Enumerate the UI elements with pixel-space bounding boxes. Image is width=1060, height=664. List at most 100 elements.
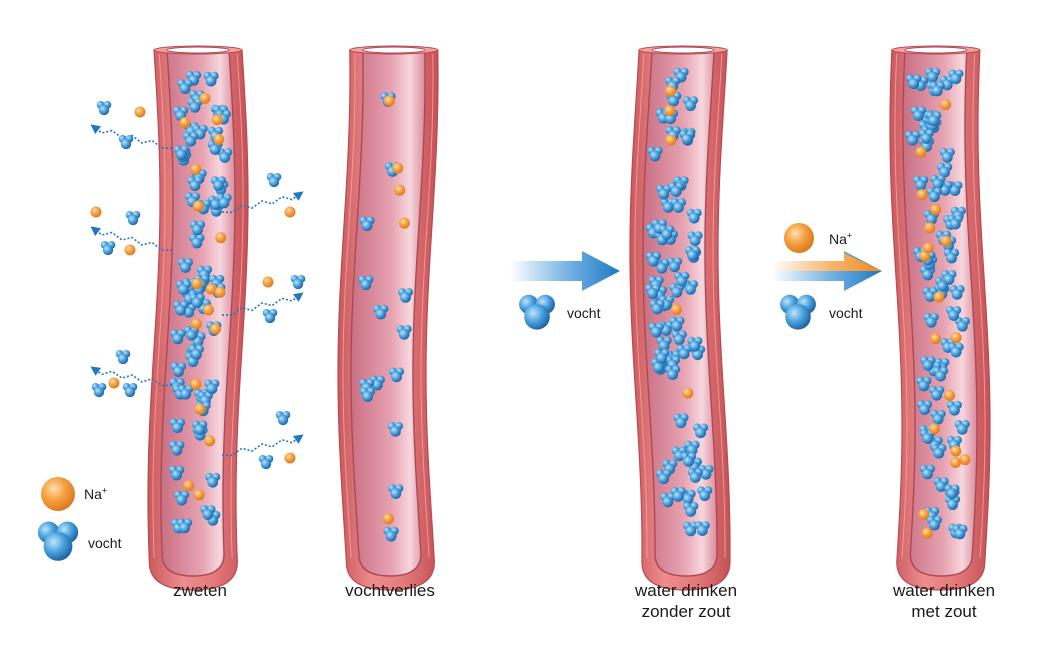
sweat-water-molecule [122,382,138,398]
sweat-leak-arrows [90,100,306,470]
arrow-salt-fluid-icon [780,294,816,330]
sodium-ion [214,286,226,298]
water-molecule [933,366,949,382]
water-molecule [654,348,670,364]
water-molecule [946,306,962,321]
sodium-ion [205,283,217,295]
water-molecule [397,288,414,303]
water-molecule [387,422,403,437]
sodium-ion [199,92,211,104]
legend-sodium-icon [41,477,75,511]
sodium-ion [940,235,952,247]
water-molecule [170,362,187,377]
caption-water-zonder-zout: water drinken zonder zout [634,581,738,621]
sodium-ion [664,105,676,117]
arrow-salt-sodium-icon [784,223,814,253]
water-molecule [170,329,186,345]
water-molecule [929,81,945,97]
sodium-ion [190,163,202,175]
water-molecule [941,270,957,285]
sodium-ion [215,232,227,244]
water-molecule [933,477,949,492]
sodium-ion [211,114,223,126]
sweat-sodium-ion [284,452,296,464]
water-molecule [910,106,926,121]
water-molecule [192,124,208,140]
sodium-ion [921,527,933,539]
sodium-ion [929,333,941,345]
water-molecule [697,486,713,502]
water-molecule [359,216,375,232]
sodium-ion [204,435,216,447]
vessel-wall-texture [894,53,908,559]
sweat-water-molecule [275,410,291,426]
water-molecule [926,187,942,203]
sodium-ion [392,162,404,174]
water-molecule [687,336,703,352]
water-molecule [684,440,700,456]
water-molecule [939,147,955,163]
water-molecule [694,521,710,536]
sodium-ion [924,222,936,234]
sweat-water-molecule [115,349,131,365]
sodium-ion [192,200,204,212]
water-molecule [175,280,192,295]
water-molecule [200,505,216,520]
water-molecule [656,469,672,485]
sodium-ion [928,423,940,435]
water-molecule [668,182,684,197]
sweat-water-molecule [118,134,134,150]
water-molecule [674,271,690,287]
water-molecule [359,387,376,402]
water-molecule [189,233,205,249]
water-molecule [943,248,960,264]
water-molecule [919,464,935,480]
water-molecule [923,312,939,328]
water-molecule [930,174,946,190]
sweat-water-molecule [96,100,112,116]
water-molecule [649,299,665,315]
water-molecule [925,67,941,83]
sweat-arrow [90,366,173,387]
water-molecule [687,468,703,483]
water-molecule [659,225,675,240]
water-molecule [948,69,964,85]
vessel-wall-texture [712,53,726,559]
sweat-water-molecule [100,240,116,256]
water-molecule [656,184,672,200]
water-molecule [670,486,686,502]
water-molecule [954,420,970,435]
vessel-vochtverlies [337,45,439,591]
water-molecule [174,490,190,506]
sodium-ion [190,318,202,330]
water-molecule [192,420,208,436]
sweat-sodium-ion [262,276,274,288]
vessel-opening-inner [166,46,230,54]
vessel-lumen [350,49,426,577]
water-molecule [169,440,185,456]
sodium-ion [382,513,394,525]
water-molecule [169,418,186,434]
sweat-water-molecule [290,274,306,290]
sodium-ion [670,303,682,315]
water-molecule [383,526,399,542]
sweat-sodium-ion [124,244,136,256]
arrow-water-fluid-label: vocht [567,305,601,321]
water-molecule [918,129,934,144]
water-molecule [173,145,189,161]
water-molecule [358,275,374,291]
sodium-ion [193,489,205,501]
sweat-water-molecule [262,308,278,324]
water-molecule [173,300,189,316]
water-molecule [905,130,921,146]
vessel-wall-texture [972,53,986,559]
water-molecule [669,316,685,332]
sodium-ion [179,116,191,128]
vessel-opening-inner [362,46,426,54]
water-molecule [670,198,686,213]
water-molecule [949,285,965,300]
sodium-ion [183,479,195,491]
sweat-sodium-ion [134,106,146,118]
water-molecule [693,423,709,439]
